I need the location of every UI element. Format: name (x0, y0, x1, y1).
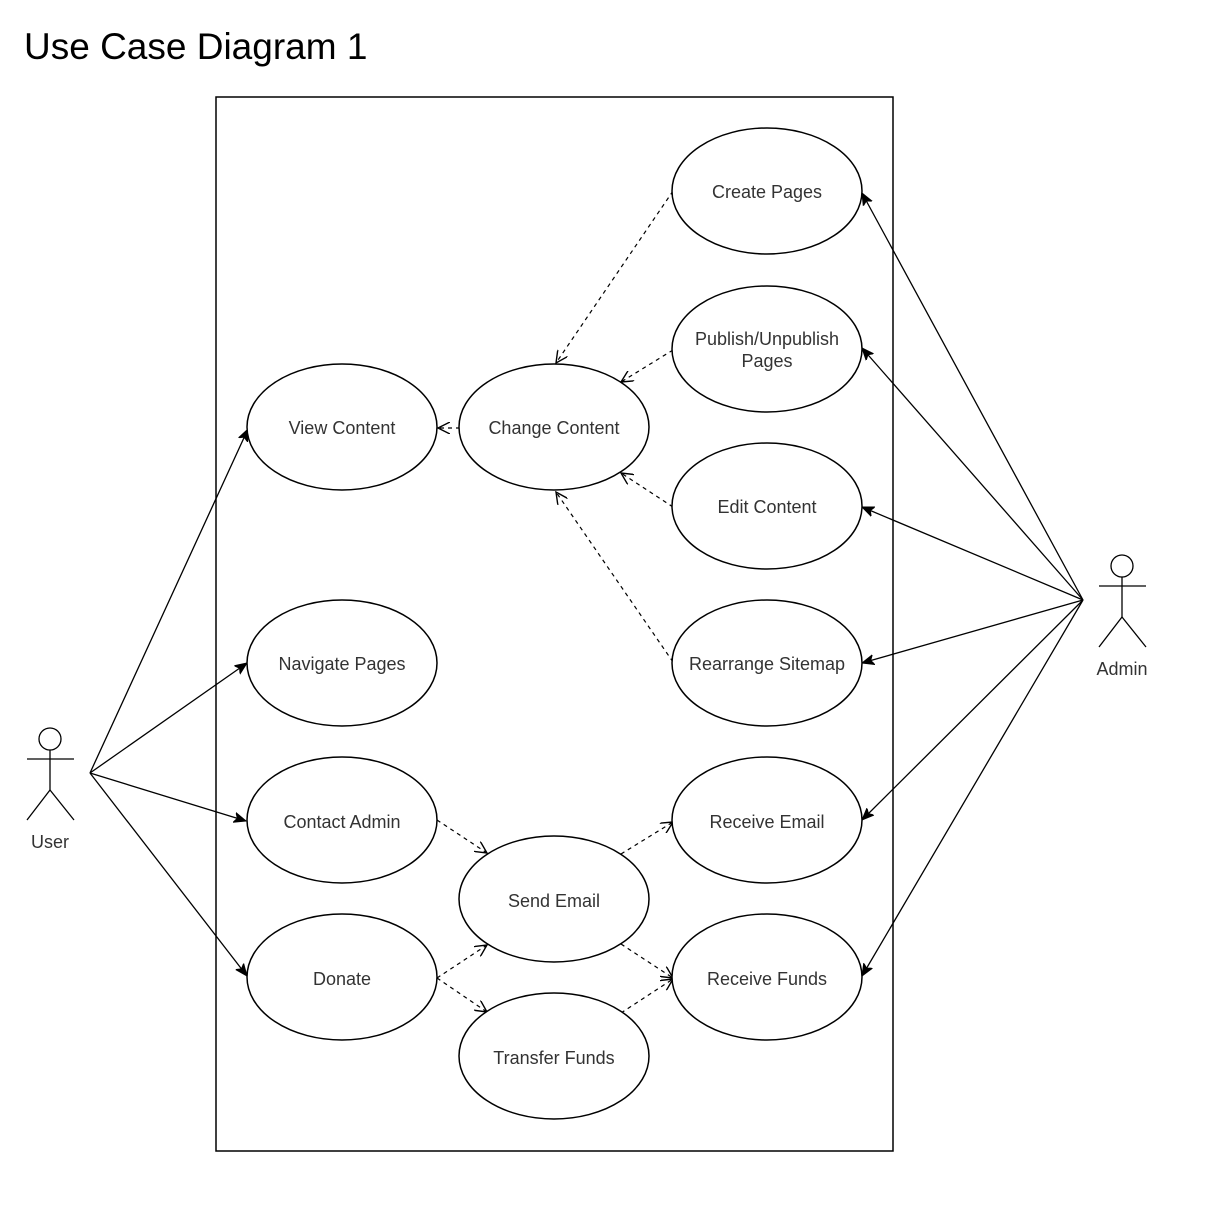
send-email-to-receive-email (620, 822, 673, 855)
rearrange-to-change-content (556, 492, 674, 663)
label-contact-admin: Contact Admin (283, 812, 400, 832)
use-case-receive-email (671, 756, 863, 884)
admin-to-receive-funds (862, 599, 1084, 976)
use-case-donate (246, 913, 438, 1041)
use-case-change-content (458, 363, 650, 491)
use-case-navigate-pages (246, 599, 438, 727)
label-donate: Donate (313, 969, 371, 989)
label-receive-funds: Receive Funds (707, 969, 827, 989)
user-to-donate (89, 772, 247, 976)
transfer-to-receive-funds (620, 979, 673, 1014)
admin-associations (862, 193, 1084, 976)
publish-to-change-content (621, 349, 674, 382)
label-create-pages: Create Pages (712, 182, 822, 202)
use-case-receive-funds (671, 913, 863, 1041)
dependencies (436, 190, 674, 1014)
system-boundary (215, 96, 894, 1152)
admin-actor-icon (1098, 554, 1147, 648)
label-receive-email: Receive Email (709, 812, 824, 832)
use-case-view-content (246, 363, 438, 491)
use-case-create-pages (671, 127, 863, 255)
create-to-change-content (556, 190, 674, 363)
use-case-publish-pages (671, 285, 863, 413)
user-to-navigate-pages (89, 663, 247, 774)
label-change-content: Change Content (488, 418, 619, 438)
admin-to-rearrange-sitemap (862, 599, 1084, 663)
user-actor-icon (26, 727, 75, 821)
donate-to-send-email (436, 945, 487, 979)
label-rearrange-sitemap: Rearrange Sitemap (689, 654, 845, 674)
label-send-email: Send Email (508, 891, 600, 911)
user-to-contact-admin (89, 772, 246, 821)
use-case-send-email (458, 835, 650, 963)
admin-to-create-pages (862, 193, 1084, 601)
use-case-edit-content (671, 442, 863, 570)
use-case-rearrange-sitemap (671, 599, 863, 727)
use-case-transfer-funds (458, 992, 650, 1120)
user-associations (89, 429, 249, 976)
admin-actor-label: Admin (1096, 659, 1147, 679)
send-email-to-receive-funds (620, 943, 673, 978)
label-publish-pages-line2: Pages (741, 351, 792, 371)
label-publish-pages-line1: Publish/Unpublish (695, 329, 839, 349)
user-to-view-content (89, 429, 249, 774)
donate-to-transfer-funds (436, 977, 487, 1012)
user-actor-label: User (31, 832, 69, 852)
use-cases (246, 127, 863, 1120)
use-case-contact-admin (246, 756, 438, 884)
edit-to-change-content (621, 473, 674, 508)
admin-to-edit-content (862, 506, 1084, 601)
label-navigate-pages: Navigate Pages (278, 654, 405, 674)
diagram-title: Use Case Diagram 1 (24, 26, 368, 67)
admin-to-publish-pages (862, 348, 1084, 601)
label-transfer-funds: Transfer Funds (493, 1048, 614, 1068)
admin-to-receive-email (862, 599, 1084, 820)
label-edit-content: Edit Content (717, 497, 816, 517)
label-view-content: View Content (289, 418, 396, 438)
contact-to-send-email (436, 819, 487, 853)
